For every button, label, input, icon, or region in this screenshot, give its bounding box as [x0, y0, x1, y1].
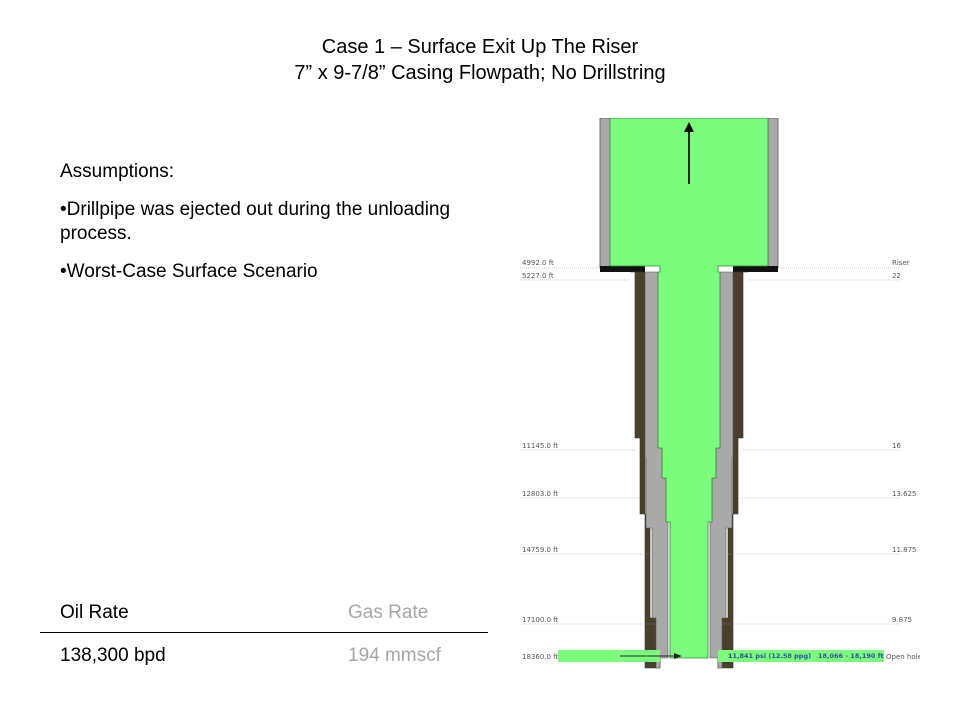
- depth-marker-16: 11145.0 ft 16: [520, 442, 901, 451]
- depth-label-16: 11145.0 ft: [522, 442, 559, 450]
- depth-label-riser: 4992.0 ft: [522, 259, 554, 267]
- size-label-open-hole: Open hole: [886, 653, 920, 661]
- size-label-13625: 13.625: [892, 490, 917, 498]
- depth-label-13625: 12803.0 ft: [522, 490, 559, 498]
- wellhead-right: [733, 266, 778, 272]
- cement-left: [630, 271, 661, 669]
- gas-rate-value: 194 mmscf: [348, 645, 441, 666]
- assumption-bullet-2: Worst-Case Surface Scenario: [60, 260, 460, 284]
- title-line-2: 7” x 9-7/8” Casing Flowpath; No Drillstr…: [294, 62, 666, 84]
- oil-rate-value: 138,300 bpd: [60, 645, 166, 666]
- size-label-22: 22: [892, 272, 901, 280]
- title-line-1: Case 1 – Surface Exit Up The Riser: [321, 36, 639, 58]
- open-hole-band-right: [718, 650, 884, 662]
- bottom-interval-label: 18,066 - 18,190 ft: [818, 652, 884, 660]
- depth-label-11875: 14759.0 ft: [522, 546, 559, 554]
- slide-title: Case 1 – Surface Exit Up The Riser 7” x …: [0, 34, 960, 86]
- depth-marker-22: 5227.0 ft 22: [520, 272, 901, 281]
- size-label-11875: 11.875: [892, 546, 917, 554]
- flow-path: [609, 118, 769, 659]
- depth-markers: 4992.0 ft Riser 5227.0 ft 22 11145.0 ft …: [520, 259, 917, 625]
- size-label-riser: Riser: [892, 259, 910, 267]
- riser-wall-left: [599, 118, 611, 269]
- depth-marker-11875: 14759.0 ft 11.875: [520, 546, 917, 555]
- oil-rate-label: Oil Rate: [60, 602, 129, 623]
- wellbore-diagram: 4992.0 ft Riser 5227.0 ft 22 11145.0 ft …: [520, 118, 920, 669]
- rates-table: Oil Rate Gas Rate 138,300 bpd 194 mmscf: [40, 598, 488, 675]
- depth-label-9875: 17100.0 ft: [522, 616, 559, 624]
- gas-rate-label: Gas Rate: [348, 602, 429, 623]
- assumption-bullet-1: Drillpipe was ejected out during the unl…: [60, 198, 460, 246]
- bottom-arrow-head: [674, 653, 682, 659]
- open-hole-row: 18360.0 ft Open hole 11,841 psi (12.58 p…: [522, 650, 920, 662]
- depth-marker-9875: 17100.0 ft 9.875: [520, 616, 912, 625]
- rates-header-row: Oil Rate Gas Rate: [40, 598, 488, 633]
- wellhead-left: [600, 266, 645, 272]
- flow-up-arrow: [684, 122, 694, 184]
- depth-label-22: 5227.0 ft: [522, 272, 554, 280]
- size-label-16: 16: [892, 442, 901, 450]
- depth-label-open-hole: 18360.0 ft: [522, 653, 559, 661]
- bottom-pressure-label: 11,841 psi (12.58 ppg): [728, 652, 811, 660]
- open-hole-band-left: [558, 650, 660, 662]
- depth-marker-13625: 12803.0 ft 13.625: [520, 490, 917, 499]
- size-label-9875: 9.875: [892, 616, 912, 624]
- depth-marker-riser: 4992.0 ft Riser: [520, 259, 910, 269]
- assumptions-block: Assumptions: Drillpipe was ejected out d…: [60, 160, 460, 298]
- riser-wall-right: [767, 118, 779, 269]
- assumptions-heading: Assumptions:: [60, 161, 175, 182]
- cement-right: [717, 271, 748, 669]
- rates-value-row: 138,300 bpd 194 mmscf: [40, 641, 488, 675]
